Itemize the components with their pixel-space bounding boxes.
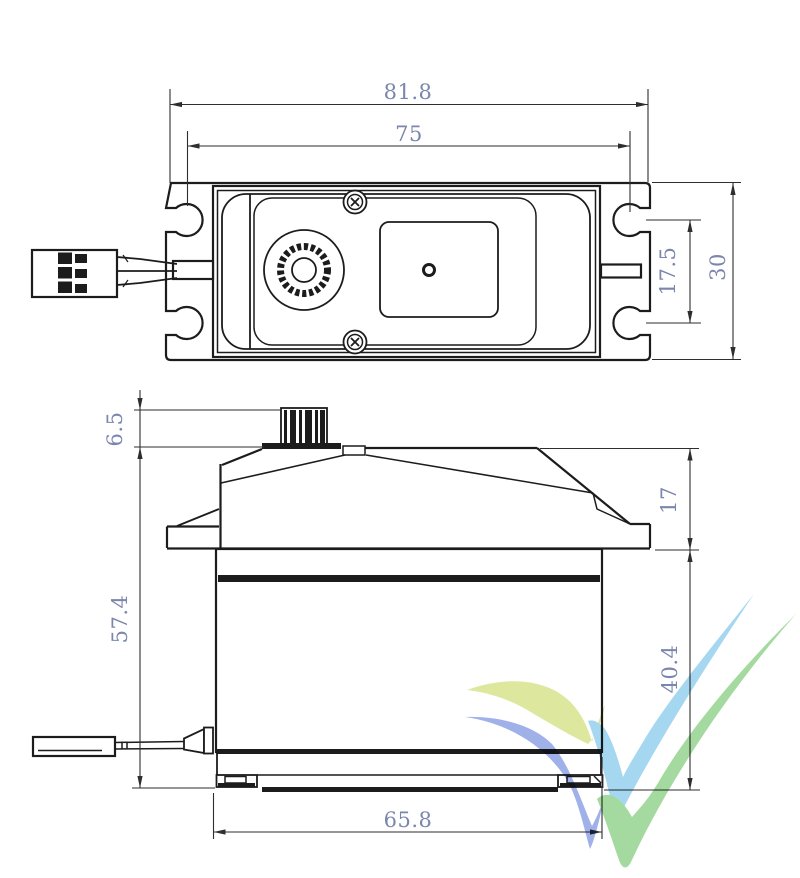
bottom-foot-left [215,774,258,788]
top-view: 81.8 75 17.5 30 [30,80,741,362]
output-shaft [262,407,341,449]
top-cover-profile [176,445,631,578]
bottom-foot-right [557,774,604,788]
dim-label-shaft-height: 6.5 [103,412,127,447]
servo-case-inner-line [216,189,597,354]
dim-hole-pitch: 17.5 [646,219,701,324]
screw-top-icon [342,189,368,215]
wire-channel [171,259,215,281]
output-spline [263,229,345,311]
dim-label-overall-width: 81.8 [384,80,433,104]
watermark-swoosh-periwinkle [465,716,614,849]
dim-label-hole-span: 75 [395,122,423,146]
side-view: 6.5 57.4 17 40.4 [31,390,700,839]
screw-bottom-icon [342,329,368,355]
dim-label-flange-to-bottom: 40.4 [658,645,682,694]
dim-label-body-length: 65.8 [384,808,433,832]
dim-top-to-flange: 17 [540,447,699,551]
dim-label-hole-pitch: 17.5 [656,247,680,296]
cable-assembly [31,726,214,758]
watermark-logo [465,594,796,868]
connector-plug [30,248,119,299]
lead-wires [116,254,178,288]
dim-hole-span: 75 [186,122,631,212]
case-cover-outline [221,193,591,350]
label-plate [379,221,499,318]
dim-label-body-height: 57.4 [108,595,132,644]
dim-body-height: 57.4 [108,447,215,789]
side-tab [599,263,643,279]
dim-label-top-to-flange: 17 [657,486,681,514]
watermark-swoosh-yellow [467,681,605,744]
dim-label-overall-depth: 30 [706,253,730,281]
label-center-mark [422,263,436,277]
servo-body [214,547,604,792]
watermark-swoosh-lightblue [588,594,754,814]
cover-ridge-outline [253,197,537,346]
dim-overall-width: 81.8 [169,80,649,183]
dim-shaft-height: 6.5 [103,390,281,459]
watermark-swoosh-green [597,614,796,868]
dim-overall-depth: 30 [652,181,741,361]
